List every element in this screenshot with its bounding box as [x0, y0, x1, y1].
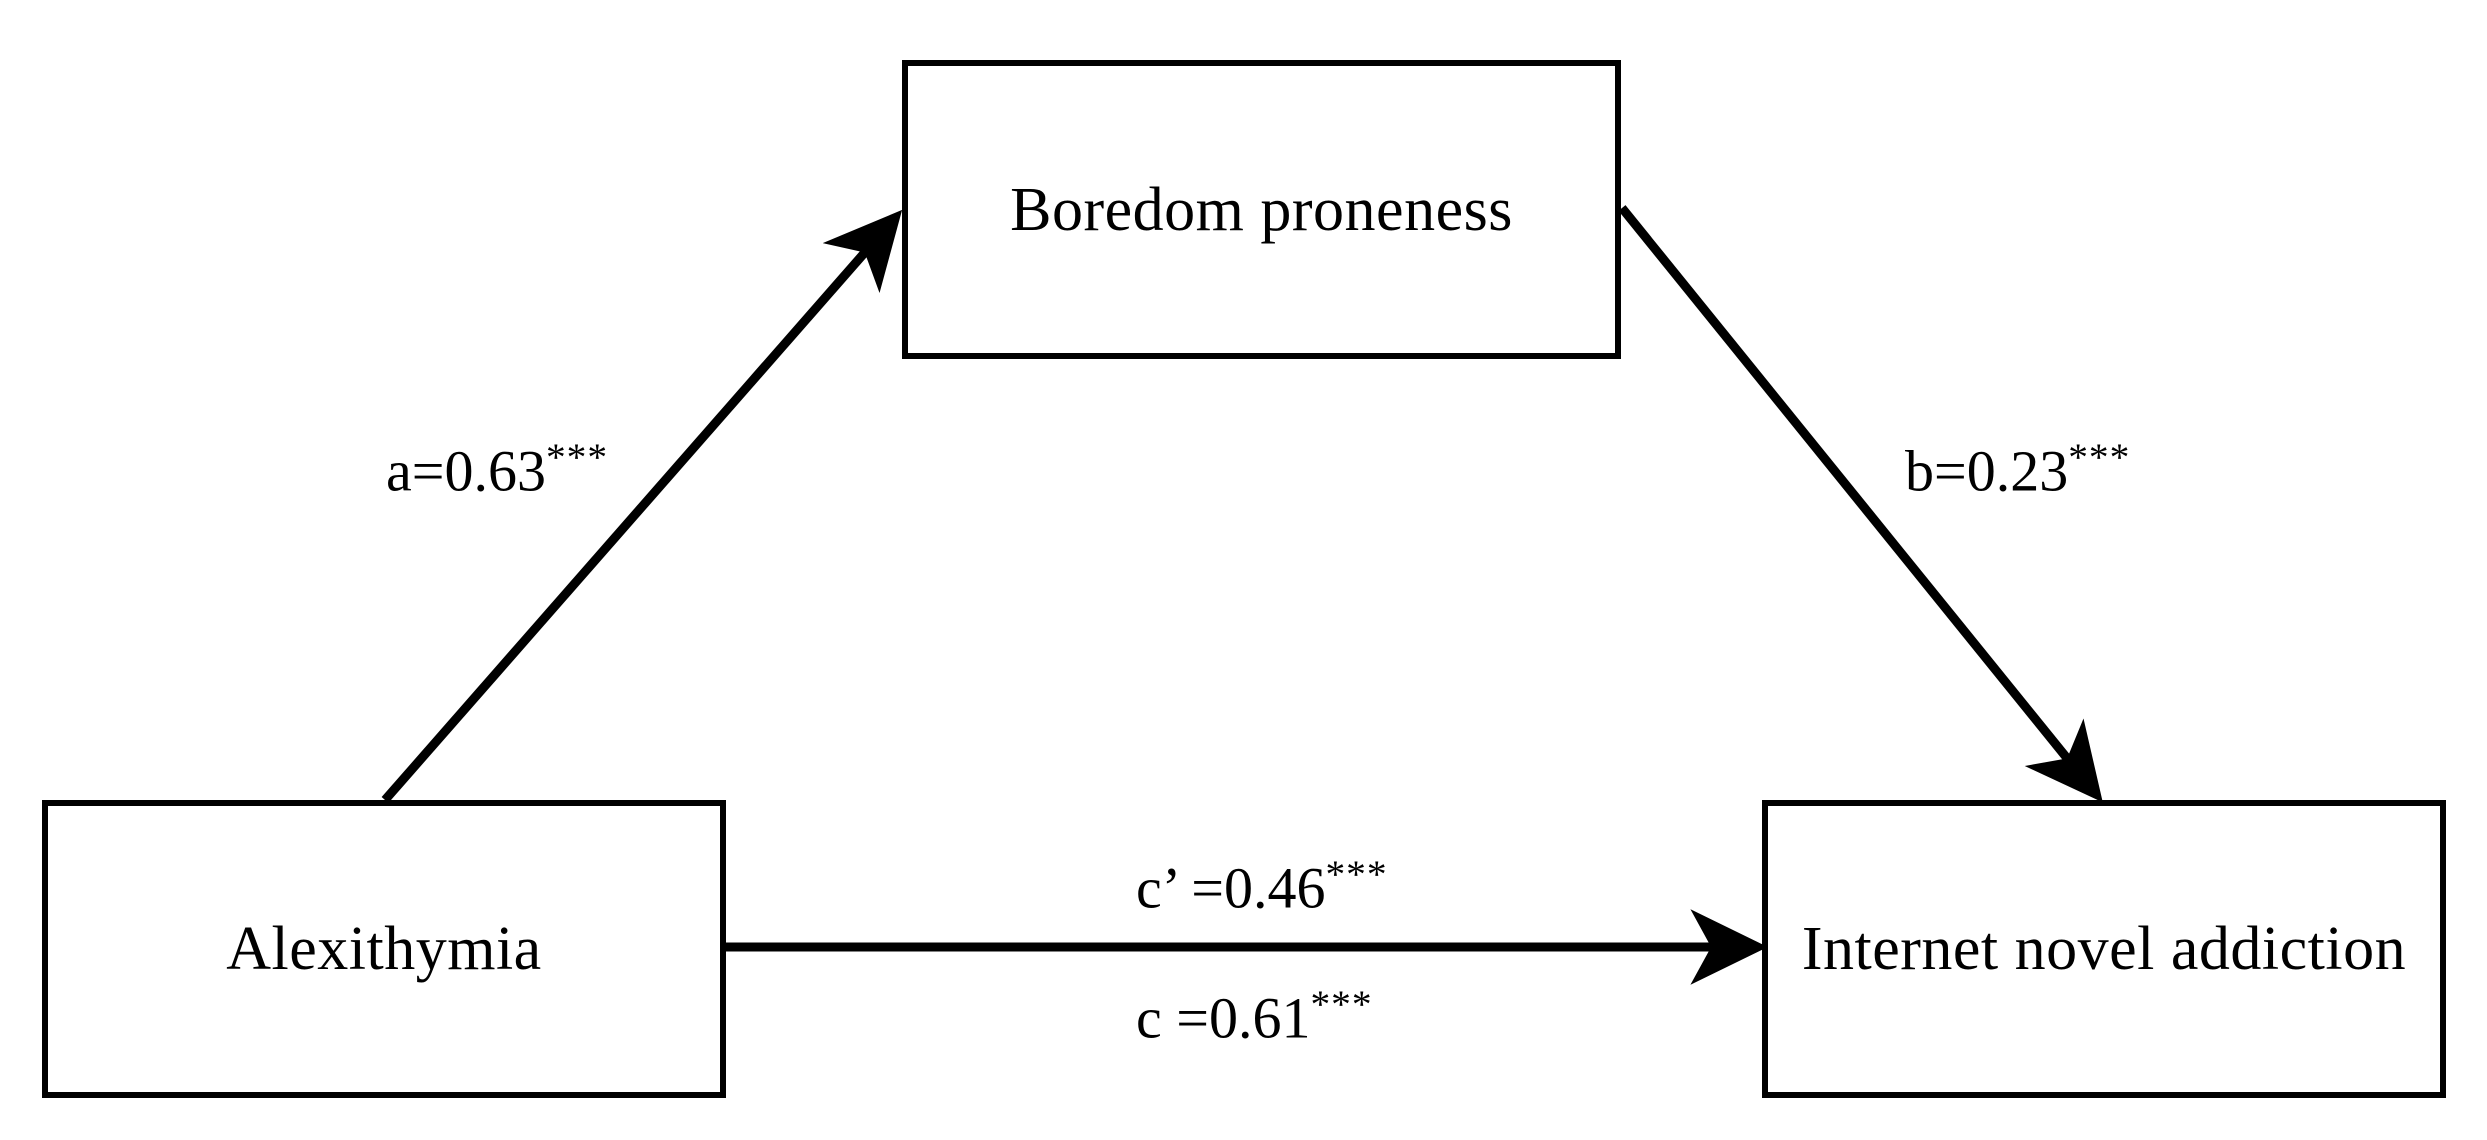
path-label-b: b=0.23***	[1905, 435, 2131, 504]
path-label-c-prime: c’ =0.46***	[1136, 852, 1388, 921]
path-label-c-total-significance: ***	[1310, 982, 1373, 1026]
node-box-predictor[interactable]: Alexithymia	[42, 800, 726, 1098]
node-label-mediator: Boredom proneness	[1010, 175, 1513, 244]
path-label-c-total-coefficient: c =0.61	[1136, 985, 1311, 1051]
node-box-mediator[interactable]: Boredom proneness	[902, 60, 1621, 359]
path-label-b-coefficient: b=0.23	[1905, 438, 2069, 504]
path-label-c-prime-coefficient: c’ =0.46	[1136, 855, 1326, 921]
path-label-c-total: c =0.61***	[1136, 982, 1373, 1051]
path-label-a: a=0.63***	[386, 435, 609, 504]
node-label-outcome: Internet novel addiction	[1801, 915, 2407, 983]
node-box-outcome[interactable]: Internet novel addiction	[1762, 800, 2446, 1098]
path-label-c-prime-significance: ***	[1325, 852, 1388, 896]
path-label-a-coefficient: a=0.63	[386, 438, 546, 504]
path-arrow-a	[381, 209, 903, 803]
path-label-b-significance: ***	[2068, 435, 2131, 479]
path-label-a-significance: ***	[545, 435, 609, 479]
node-label-predictor: Alexithymia	[226, 915, 542, 983]
path-arrow-b	[1618, 205, 2103, 803]
